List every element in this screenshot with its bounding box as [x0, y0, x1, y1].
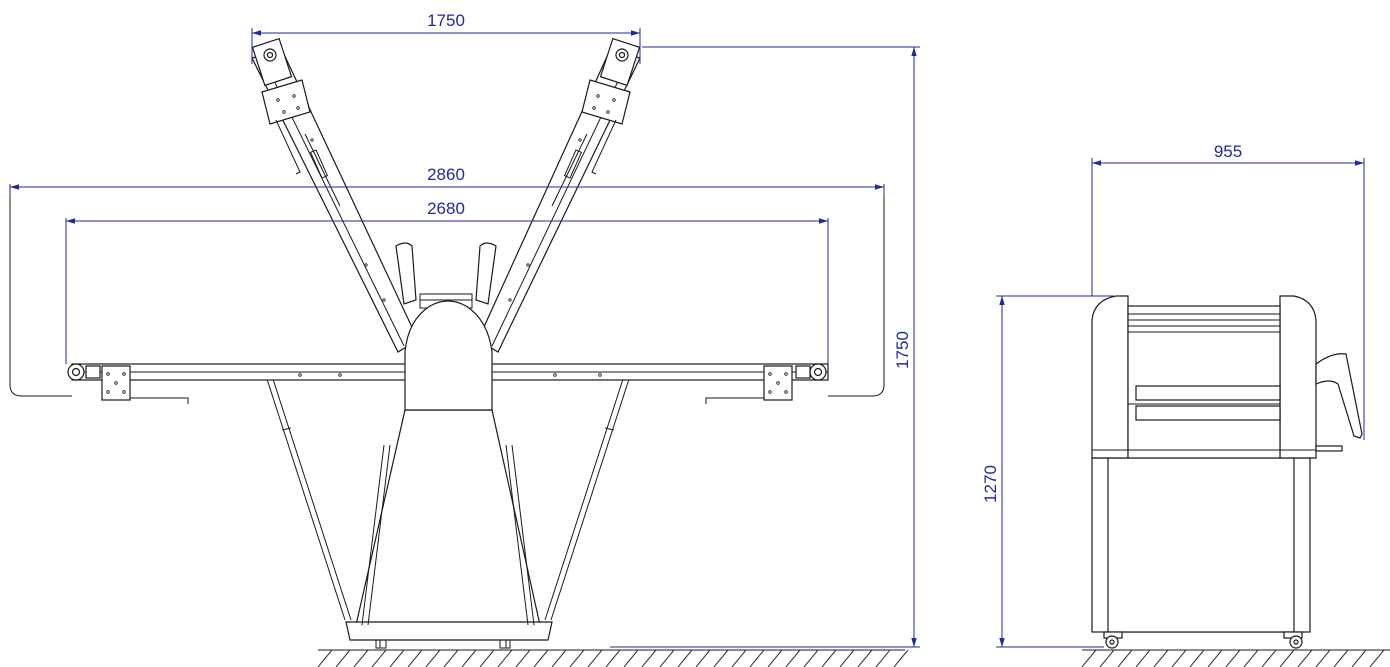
floor-hatch-line: [461, 649, 477, 667]
floor-hatch-line: [875, 649, 891, 667]
dim-side-depth: 955: [1214, 142, 1242, 161]
left-support-strut: [265, 375, 352, 621]
caster-wheels: [1103, 631, 1303, 649]
dim-total-length: 2860: [427, 165, 465, 184]
horizontal-conveyor: [67, 363, 829, 404]
floor-hatch-line: [1153, 649, 1169, 667]
front-view: [9, 37, 909, 667]
floor-hatch-line: [551, 649, 567, 667]
front-dimensions: 1750 2860 2680 1750: [9, 11, 920, 648]
floor-hatch-line: [857, 649, 873, 667]
floor-hatch-line: [767, 649, 783, 667]
right-folded-arm: [477, 37, 641, 353]
left-folded-arm: [251, 37, 419, 353]
floor-hatch-line: [1351, 649, 1367, 667]
floor-hatch-line: [839, 649, 855, 667]
floor-hatch-line: [335, 649, 351, 667]
floor-hatch-line: [1225, 649, 1241, 667]
floor-hatch-line: [893, 649, 909, 667]
floor-hatch-line: [569, 649, 585, 667]
floor-front: [317, 649, 909, 667]
floor-hatch-line: [389, 649, 405, 667]
floor-hatch-line: [803, 649, 819, 667]
floor-hatch-line: [317, 649, 333, 667]
floor-hatch-line: [1279, 649, 1295, 667]
floor-hatch-line: [353, 649, 369, 667]
base-foot: [345, 621, 553, 641]
dim-side-height: 1270: [981, 465, 1000, 503]
floor-hatch-line: [677, 649, 693, 667]
floor-hatch-line: [1207, 649, 1223, 667]
dim-belt-length: 2680: [427, 199, 465, 218]
floor-hatch-line: [1117, 649, 1133, 667]
floor-hatch-line: [515, 649, 531, 667]
roller-hood: [395, 242, 497, 309]
floor-hatch-line: [1081, 649, 1097, 667]
right-support-strut: [544, 375, 631, 621]
floor-hatch-line: [749, 649, 765, 667]
floor-hatch-line: [623, 649, 639, 667]
side-housing: [1091, 295, 1129, 459]
floor-hatch-line: [443, 649, 459, 667]
center-housing: [404, 300, 493, 411]
floor-hatch-line: [1135, 649, 1151, 667]
floor-hatch-line: [1261, 649, 1277, 667]
floor-hatch-line: [731, 649, 747, 667]
floor-hatch-line: [695, 649, 711, 667]
floor-hatch-line: [533, 649, 549, 667]
table-outline: [9, 192, 885, 397]
side-lever: [1315, 353, 1363, 439]
floor-hatch-line: [1243, 649, 1259, 667]
floor-hatch-line: [371, 649, 387, 667]
floor-hatch-line: [407, 649, 423, 667]
floor-hatch-line: [713, 649, 729, 667]
floor-hatch-line: [1189, 649, 1205, 667]
side-dimensions: 955 1270: [981, 142, 1365, 648]
floor-hatch-line: [1369, 649, 1385, 667]
floor-hatch-line: [1099, 649, 1115, 667]
floor-hatch-line: [821, 649, 837, 667]
floor-hatch-line: [587, 649, 603, 667]
side-view: [1081, 295, 1390, 667]
base-stand: [355, 409, 541, 626]
dim-folded-width: 1750: [427, 11, 465, 30]
floor-side: [1081, 649, 1390, 667]
floor-hatch-line: [785, 649, 801, 667]
floor-hatch-line: [1333, 649, 1349, 667]
floor-hatch-line: [1315, 649, 1331, 667]
floor-hatch-line: [1297, 649, 1313, 667]
floor-hatch-line: [1171, 649, 1187, 667]
floor-hatch-line: [605, 649, 621, 667]
floor-hatch-line: [497, 649, 513, 667]
floor-hatch-line: [425, 649, 441, 667]
floor-hatch-line: [479, 649, 495, 667]
floor-hatch-line: [659, 649, 675, 667]
floor-hatch-line: [641, 649, 657, 667]
dim-total-height: 1750: [893, 331, 912, 369]
